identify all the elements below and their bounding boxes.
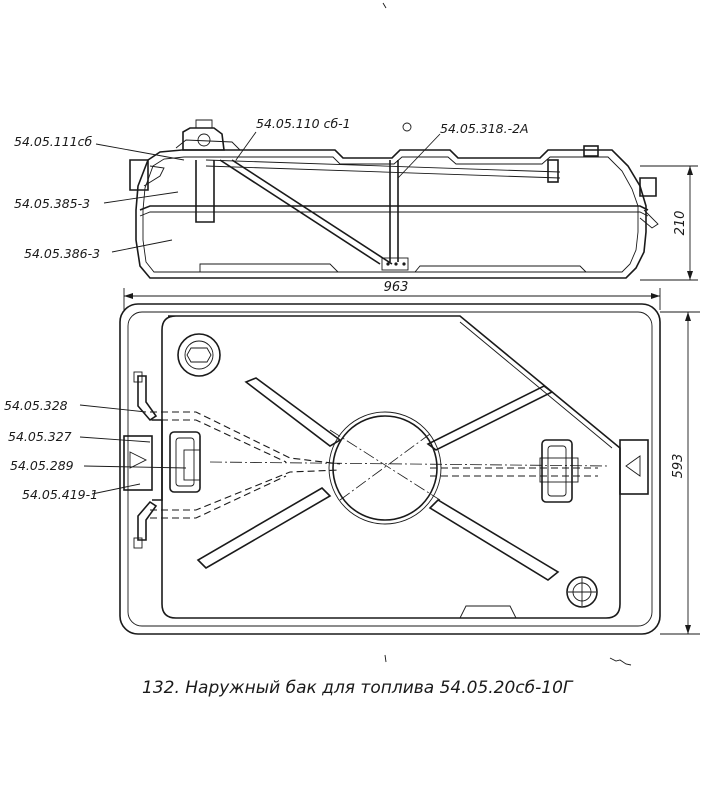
tank-shell bbox=[135, 149, 647, 279]
label-54-05-328: 54.05.328 bbox=[4, 398, 68, 413]
stray-mark bbox=[382, 2, 387, 9]
label-54-05-419-1: 54.05.419-1 bbox=[22, 487, 98, 502]
label-54-05-318-2a: 54.05.318.-2А bbox=[440, 121, 529, 136]
label-54-05-289: 54.05.289 bbox=[10, 458, 74, 473]
dimension-width: 593 bbox=[660, 311, 700, 635]
stray-mark bbox=[384, 654, 387, 663]
right-clamp bbox=[541, 439, 573, 503]
figure-caption: 132. Наружный бак для топлива 54.05.20сб… bbox=[142, 678, 574, 698]
label-54-05-386-3: 54.05.386-3 bbox=[24, 246, 100, 261]
drain-plug bbox=[566, 576, 598, 608]
dim-210-label: 210 bbox=[673, 211, 688, 236]
filler-cap bbox=[182, 127, 225, 151]
dim-963-label: 963 bbox=[384, 280, 409, 295]
side-view bbox=[95, 119, 659, 279]
stray-mark bbox=[609, 657, 632, 666]
tank-outline-top bbox=[119, 303, 661, 635]
label-54-05-327: 54.05.327 bbox=[8, 429, 72, 444]
label-54-05-385-3: 54.05.385-3 bbox=[14, 196, 90, 211]
filler-neck-top bbox=[177, 333, 221, 377]
central-boss bbox=[332, 415, 438, 521]
label-54-05-111sb: 54.05.111сб bbox=[14, 134, 92, 149]
left-clamp bbox=[169, 431, 201, 493]
label-54-05-110-sb-1: 54.05.110 сб-1 bbox=[256, 116, 351, 131]
dimension-height: 210 bbox=[640, 165, 698, 281]
dimension-length: 963 bbox=[123, 280, 661, 310]
top-view bbox=[79, 303, 661, 635]
dim-593-label: 593 bbox=[671, 454, 686, 479]
